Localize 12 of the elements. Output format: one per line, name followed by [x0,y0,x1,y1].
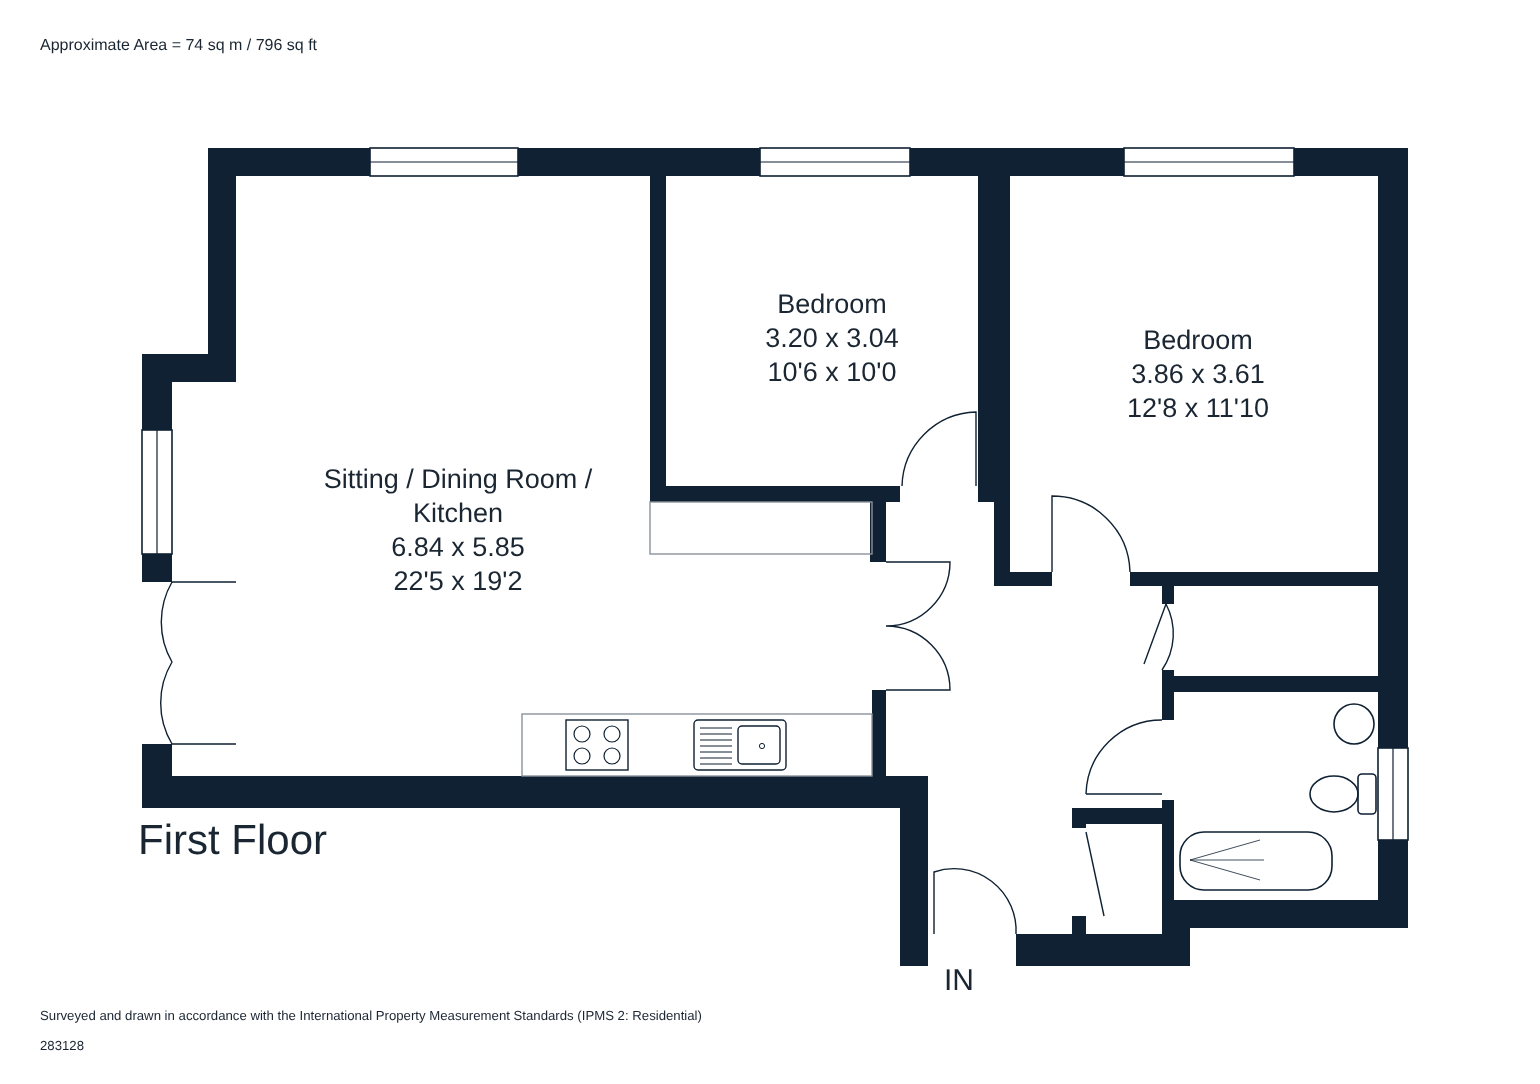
room-dimensions: 10'6 x 10'0 [767,355,897,389]
room-name: Bedroom [1143,323,1253,357]
floor-title: First Floor [138,818,327,866]
plan-note: Approximate Area = 74 sq m / 796 sq ft [40,36,318,54]
room-name: Bedroom [777,287,887,321]
room-dimensions: 3.86 x 3.61 [1131,357,1265,391]
room-dimensions: 12'8 x 11'10 [1127,391,1269,425]
room-dimensions: 6.84 x 5.85 [391,530,525,564]
room-dimensions: 3.20 x 3.04 [765,321,899,355]
room-name: Sitting / Dining Room / Kitchen [321,462,595,530]
entrance-label: IN [944,964,974,998]
room-dimensions: 22'5 x 19'2 [393,564,523,598]
